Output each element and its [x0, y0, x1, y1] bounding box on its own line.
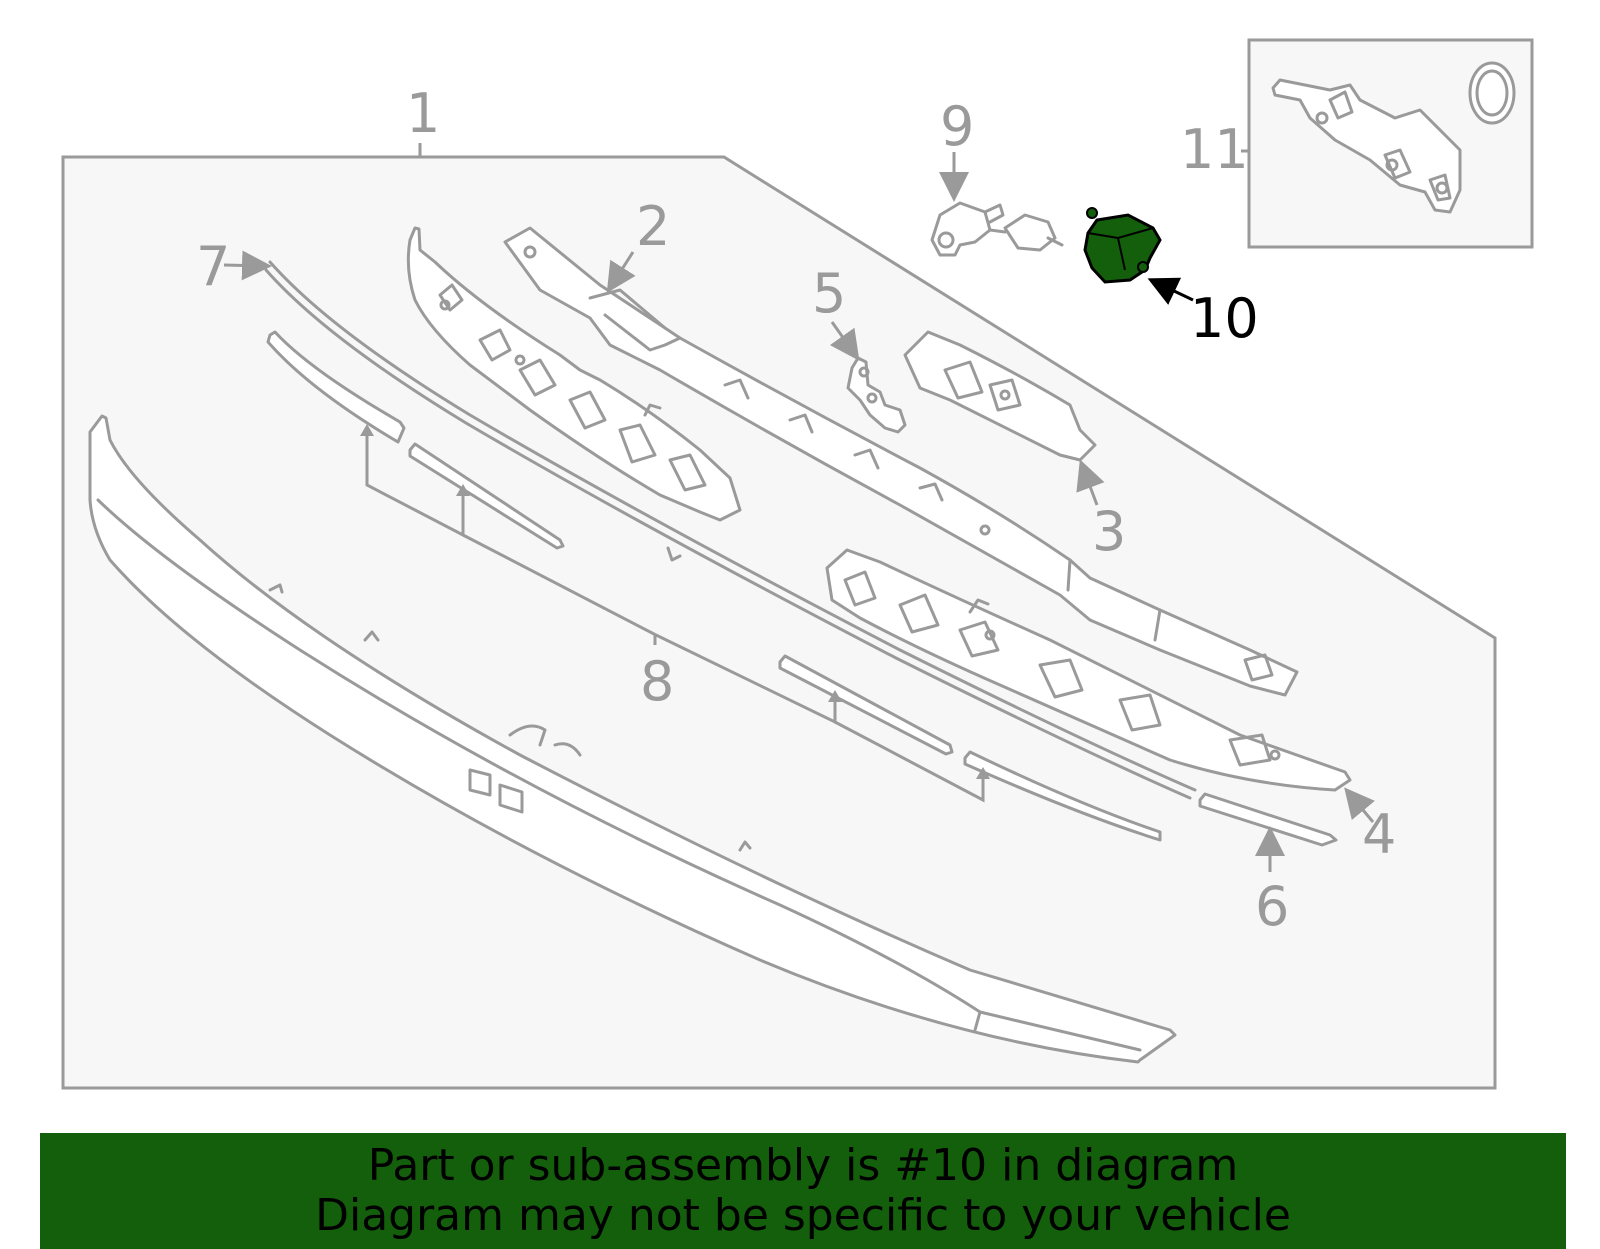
callout-2: 2	[636, 195, 670, 258]
part-8-leaders	[360, 424, 990, 803]
part-11-bracket	[1271, 61, 1516, 214]
part-10-module-highlighted	[1083, 207, 1162, 284]
part-3-long-bracket	[503, 226, 1299, 697]
part-4-bracket	[825, 548, 1352, 792]
banner-line-1: Part or sub-assembly is #10 in diagram	[367, 1140, 1239, 1191]
part-5-clip	[846, 356, 907, 434]
callout-7: 7	[196, 235, 230, 298]
callout-3: 3	[1092, 500, 1126, 563]
callout-4: 4	[1362, 803, 1396, 866]
callout-1: 1	[406, 82, 440, 145]
info-banner: Part or sub-assembly is #10 in diagram D…	[40, 1133, 1566, 1249]
part-8-lower-trim	[88, 414, 1177, 1064]
callout-9: 9	[940, 95, 974, 158]
assembly-frame	[61, 155, 1497, 1090]
callout-11: 11	[1180, 118, 1249, 181]
callout-leaders	[223, 143, 1375, 872]
parts-diagram: 1 2 3 4 5 6 7 8 9 10 11	[61, 38, 1534, 1090]
part-3-short-bracket	[903, 330, 1097, 462]
callout-8: 8	[640, 650, 674, 713]
part-7-upper-strip	[264, 260, 1197, 800]
callout-6: 6	[1255, 875, 1289, 938]
callout-10: 10	[1190, 287, 1259, 350]
part-2-bracket	[406, 226, 742, 522]
callout-5: 5	[812, 262, 846, 325]
part-6-strips	[266, 330, 1338, 847]
banner-line-2: Diagram may not be specific to your vehi…	[315, 1190, 1291, 1241]
part-9-sensor	[930, 201, 1064, 257]
